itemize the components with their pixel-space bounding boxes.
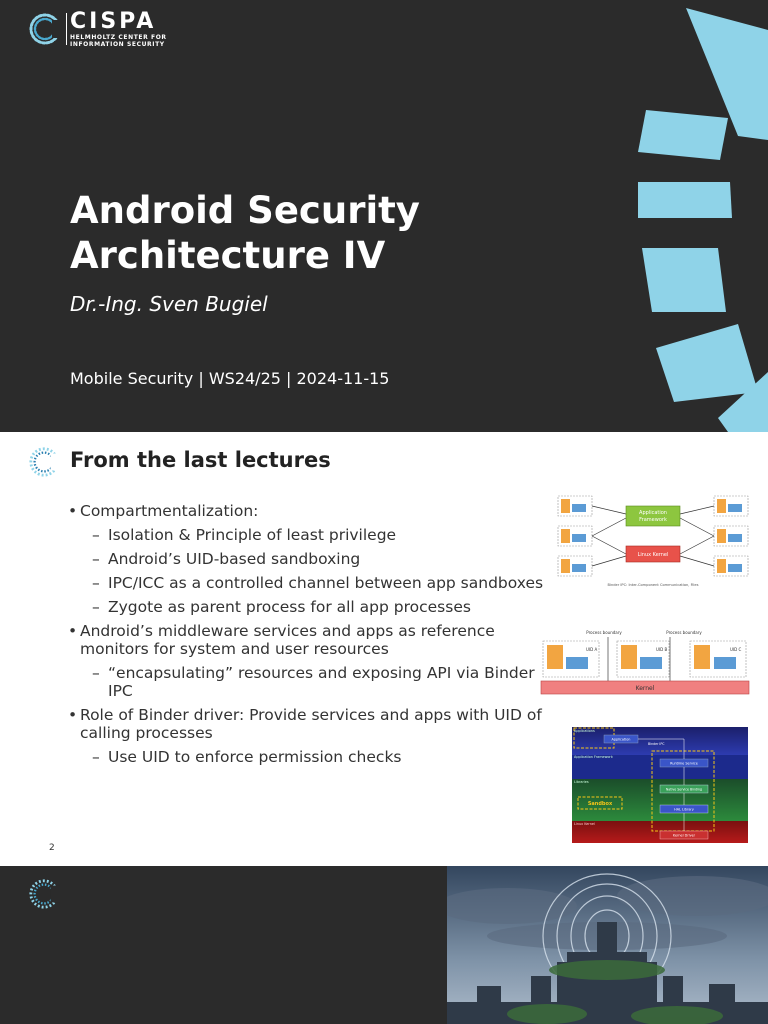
bullet-item: •Android’s middleware services and apps … — [68, 622, 548, 658]
figure3-hal-library: HAL Library — [674, 808, 694, 812]
decorative-rays — [638, 8, 768, 432]
sub-bullet-item: –IPC/ICC as a controlled channel between… — [92, 574, 548, 592]
bullet-item: •Compartmentalization: — [68, 502, 548, 520]
cispa-mark-icon — [29, 879, 60, 909]
logo-name: CISPA — [70, 9, 157, 34]
course-meta: Mobile Security | WS24/25 | 2024-11-15 — [70, 369, 390, 388]
slide-title-line1: Android Security — [70, 189, 420, 232]
sub-bullet-text: Use UID to enforce permission checks — [108, 748, 402, 766]
bullet-dash: – — [92, 598, 100, 616]
bullet-item: •Role of Binder driver: Provide services… — [68, 706, 548, 742]
figure3-libraries: Libraries — [574, 780, 589, 784]
sub-bullet-text: Zygote as parent process for all app pro… — [108, 598, 471, 616]
figure2-boundary-label-2: Process boundary — [666, 630, 702, 635]
bullet-text: Role of Binder driver: Provide services … — [80, 706, 542, 742]
cispa-logo: CISPA HELMHOLTZ CENTER FOR INFORMATION S… — [28, 9, 168, 48]
content-slide: From the last lectures •Compartmentaliza… — [0, 432, 768, 866]
figure1-caption: Binder IPC: Inter-Component Communicatio… — [608, 583, 699, 587]
figure2-kernel-label: Kernel — [636, 685, 655, 692]
bullet-dash: – — [92, 664, 100, 682]
author: Dr.-Ing. Sven Bugiel — [70, 292, 268, 316]
sub-bullet-text: IPC/ICC as a controlled channel between … — [108, 574, 544, 592]
page-number: 2 — [49, 843, 55, 853]
figure3-linux-kernel: Linux Kernel — [574, 822, 595, 826]
figure1-framework-label-1: Application — [639, 510, 667, 516]
sub-bullet-item: –Isolation & Principle of least privileg… — [92, 526, 548, 544]
figure3-native-service: Native Service Binding — [666, 788, 702, 792]
sub-bullet-text: Isolation & Principle of least privilege — [108, 526, 397, 544]
castle-illustration — [447, 866, 768, 1024]
title-slide: CISPA HELMHOLTZ CENTER FOR INFORMATION S… — [0, 0, 768, 432]
bullet-text: Android’s middleware services and apps a… — [80, 622, 495, 658]
figure1-framework-label-2: Framework — [639, 517, 667, 523]
logo-subtitle-line2: INFORMATION SECURITY — [70, 41, 165, 48]
figure2-boundary-label-1: Process boundary — [586, 630, 622, 635]
logo-subtitle-line1: HELMHOLTZ CENTER FOR — [70, 34, 167, 41]
slide-title-line2: Architecture IV — [70, 234, 386, 277]
bullet-dash: – — [92, 550, 100, 568]
figure1-kernel-box — [625, 545, 681, 563]
logo-subtitle: HELMHOLTZ CENTER FOR INFORMATION SECURIT… — [70, 34, 190, 48]
sub-bullet-item: –“encapsulating” resources and exposing … — [92, 664, 548, 700]
sub-bullet-text: Android’s UID-based sandboxing — [108, 550, 361, 568]
figure3-applications: Applications — [574, 729, 595, 733]
slide-title: Android Security Architecture IV — [70, 188, 490, 278]
sub-bullet-item: –Use UID to enforce permission checks — [92, 748, 548, 766]
figure3-sandbox: Sandbox — [588, 801, 613, 807]
figure3-system-service: Runtime Service — [670, 762, 698, 766]
figure2-kernel-box — [540, 680, 750, 695]
sub-bullet-text: “encapsulating” resources and exposing A… — [108, 664, 535, 700]
figure1-framework-box — [625, 505, 681, 527]
cispa-mark-icon — [29, 447, 60, 477]
bullet-dot: • — [68, 622, 78, 640]
figure-process-boundaries: Process boundary Process boundary UID A … — [540, 630, 750, 695]
figure-android-stack: Applications Application Framework Libra… — [572, 727, 748, 843]
bullet-list: •Compartmentalization: –Isolation & Prin… — [68, 502, 548, 772]
bullet-dash: – — [92, 526, 100, 544]
figure3-app-framework: Application Framework — [574, 755, 613, 759]
bullet-dash: – — [92, 574, 100, 592]
bullet-dash: – — [92, 748, 100, 766]
figure3-application: Application — [612, 738, 631, 742]
next-slide-preview — [0, 866, 768, 1024]
content-title: From the last lectures — [70, 448, 331, 472]
logo-divider — [66, 13, 67, 45]
bullet-text: Compartmentalization: — [80, 502, 259, 520]
figure3-kernel-driver: Kernel Driver — [673, 834, 696, 838]
figure-framework-kernel: Application Framework Linux Kernel Binde… — [557, 495, 749, 587]
sub-bullet-item: –Android’s UID-based sandboxing — [92, 550, 548, 568]
bullet-dot: • — [68, 706, 78, 724]
figure2-uid-b: UID B — [656, 647, 667, 652]
cispa-logo-icon — [29, 13, 62, 45]
figure1-kernel-label: Linux Kernel — [638, 552, 669, 558]
figure3-binder-ipc: Binder IPC — [648, 742, 665, 746]
bullet-dot: • — [68, 502, 78, 520]
sub-bullet-item: –Zygote as parent process for all app pr… — [92, 598, 548, 616]
figure2-uid-a: UID A — [586, 647, 597, 652]
figure2-uid-c: UID C — [730, 647, 741, 652]
